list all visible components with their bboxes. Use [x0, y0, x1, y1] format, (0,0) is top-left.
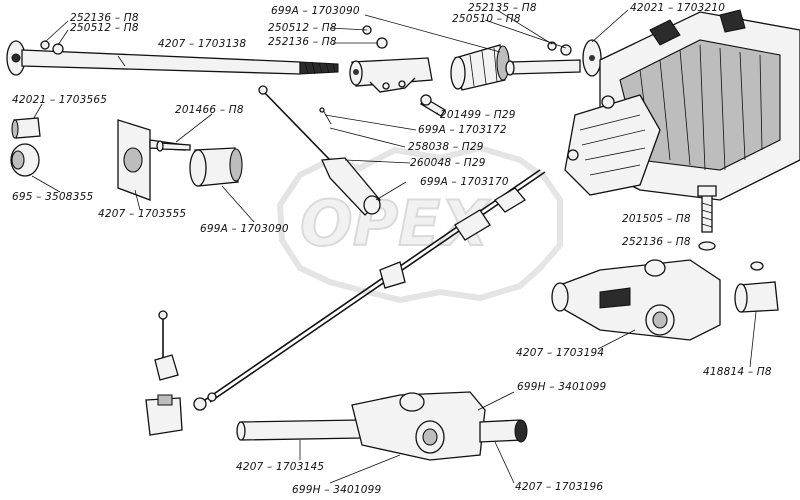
label-699h-3401099-bottom: 699Н – 3401099	[292, 484, 382, 496]
label-42021-1703565: 42021 – 1703565	[12, 94, 107, 106]
label-201499: 201499 – П29	[440, 109, 516, 121]
label-418814: 418814 – П8	[703, 366, 772, 378]
label-695-3508355: 695 – 3508355	[12, 191, 93, 203]
flange-bolt	[505, 39, 602, 77]
label-201466: 201466 – П8	[175, 104, 244, 116]
watermark-logo: OPEX	[276, 144, 563, 304]
label-4207-1703194: 4207 – 1703194	[516, 347, 604, 359]
label-250512-tl: 250512 – П8	[70, 22, 139, 34]
label-250512-top: 250512 – П8	[268, 22, 337, 34]
label-258038: 258038 – П29	[408, 141, 484, 153]
shift-lever	[258, 85, 381, 216]
label-699h-3401099-right: 699Н – 3401099	[517, 381, 607, 393]
cup-699a-1703090	[189, 147, 243, 187]
label-252136-top: 252136 – П8	[268, 36, 337, 48]
pin-418814	[734, 261, 779, 313]
label-4207-1703555: 4207 – 1703555	[98, 208, 186, 220]
small-nuts-top	[362, 25, 388, 49]
label-699a-1703172: 699А – 1703172	[418, 124, 507, 136]
bolt-201505	[697, 185, 717, 251]
label-4207-1703196: 4207 – 1703196	[515, 481, 603, 493]
label-699a-1703090-top: 699А – 1703090	[271, 5, 360, 17]
bushing-42021	[11, 117, 41, 139]
rubber-boot-top	[450, 44, 510, 91]
ujoint-bottom	[236, 391, 528, 461]
bolt-201499	[420, 94, 446, 117]
washer-nut-topleft	[40, 40, 64, 55]
bolt-201466	[156, 140, 191, 152]
ujoint-4207-1703194	[551, 259, 721, 341]
label-252136-tl: 252136 – П8	[70, 12, 139, 24]
label-4207-1703138: 4207 – 1703138	[158, 38, 246, 50]
label-252135: 252135 – П8	[468, 2, 537, 14]
linkage-rod	[193, 169, 546, 411]
label-4207-1703145: 4207 – 1703145	[236, 461, 324, 473]
label-250510: 250510 – П8	[452, 13, 521, 25]
shift-rod-assembly	[6, 40, 339, 76]
label-252136-right: 252136 – П8	[622, 236, 691, 248]
ball-socket-695	[10, 143, 40, 177]
clamp-sleeve	[349, 57, 433, 93]
label-699a-1703090-bot: 699А – 1703090	[200, 223, 289, 235]
part-labels: 252136 – П8 250512 – П8 4207 – 1703138 6…	[12, 2, 772, 496]
shift-post-bottom-left	[145, 310, 183, 436]
leader-lines	[31, 9, 757, 484]
label-699a-1703170: 699А – 1703170	[420, 176, 509, 188]
label-201505: 201505 – П8	[622, 213, 691, 225]
mount-plate-4207-1703555	[117, 119, 186, 201]
label-260048: 260048 – П29	[410, 157, 486, 169]
label-42021-1703210: 42021 – 1703210	[630, 2, 725, 14]
gearbox-housing	[564, 9, 800, 201]
